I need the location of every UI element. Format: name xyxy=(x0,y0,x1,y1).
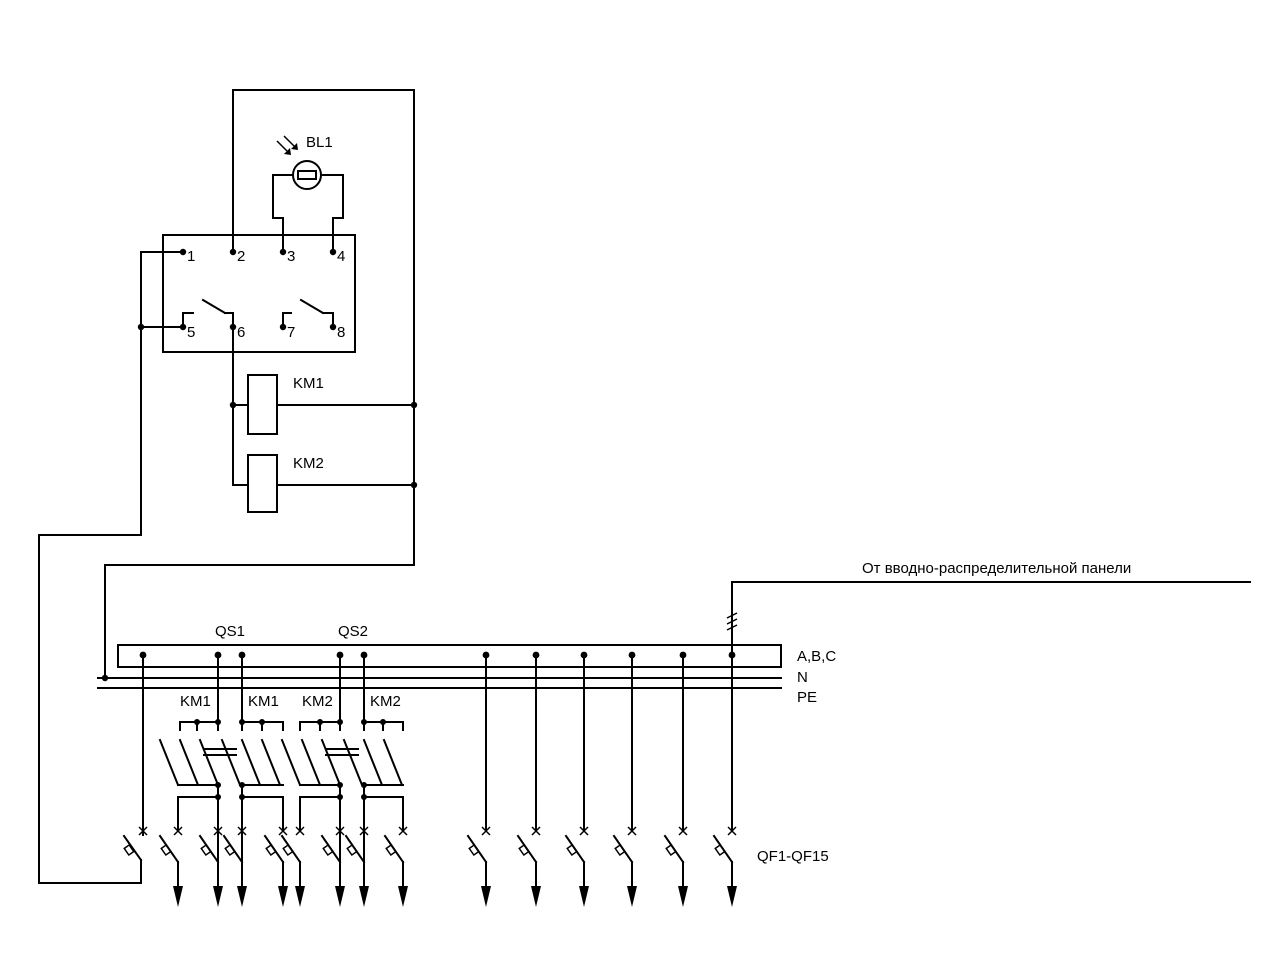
circuit-breaker xyxy=(383,826,408,907)
label-km1-a: KM1 xyxy=(180,693,211,710)
km2-contacts xyxy=(280,738,404,787)
terminal-8: 8 xyxy=(337,324,345,341)
busbar-tap-dot xyxy=(532,651,540,659)
terminal-3: 3 xyxy=(287,248,295,265)
contactor-groups: KM1 KM1 KM2 KM2 xyxy=(158,654,404,861)
circuit-breaker xyxy=(564,654,589,907)
circuit-breaker xyxy=(198,826,223,907)
terminal-1: 1 xyxy=(187,248,195,265)
label-km2-a: KM2 xyxy=(302,693,333,710)
busbar-tap-dot xyxy=(214,651,222,659)
busbar-tap-dot xyxy=(728,651,736,659)
circuit-breaker xyxy=(320,826,345,907)
label-coil-km2: KM2 xyxy=(293,455,324,472)
coil-km1 xyxy=(247,374,278,435)
label-qf: QF1-QF15 xyxy=(757,848,829,865)
circuit-breaker xyxy=(263,826,288,907)
busbar-tap-dot xyxy=(580,651,588,659)
label-abc: A,B,C xyxy=(797,648,836,665)
busbar-abc xyxy=(117,644,782,668)
label-source: От вводно-распределительной панели xyxy=(862,560,1131,577)
terminal-4: 4 xyxy=(337,248,345,265)
coil-km2 xyxy=(247,454,278,513)
label-pe: PE xyxy=(797,689,817,706)
circuit-breaker xyxy=(158,826,183,907)
busbar-taps xyxy=(139,651,736,831)
km1-contacts xyxy=(158,738,282,787)
circuit-breaker xyxy=(466,654,491,907)
circuit-breaker xyxy=(712,654,737,907)
busbar-tap-dot xyxy=(628,651,636,659)
photo-relay-block: 1 2 3 4 5 6 7 8 xyxy=(162,234,356,353)
busbar-tap-dot xyxy=(238,651,246,659)
circuit-breaker xyxy=(516,654,541,907)
terminal-6: 6 xyxy=(237,324,245,341)
busbar-tap-dot xyxy=(360,651,368,659)
circuit-breakers xyxy=(122,654,737,907)
terminal-5: 5 xyxy=(187,324,195,341)
terminal-7: 7 xyxy=(287,324,295,341)
photo-sensor-bl1: BL1 xyxy=(272,134,344,253)
busbars: A,B,C N PE От вводно-распределительной п… xyxy=(97,560,1251,706)
circuit-breaker xyxy=(663,654,688,907)
circuit-breaker xyxy=(280,826,305,907)
terminal-2: 2 xyxy=(237,248,245,265)
circuit-breaker xyxy=(122,826,148,862)
circuit-breaker xyxy=(222,826,247,907)
circuit-breaker xyxy=(612,654,637,907)
busbar-tap-dot xyxy=(679,651,687,659)
label-km2-b: KM2 xyxy=(370,693,401,710)
control-wiring: KM1 KM2 xyxy=(38,89,418,884)
label-n: N xyxy=(797,669,808,686)
label-km1-b: KM1 xyxy=(248,693,279,710)
label-qs2: QS2 xyxy=(338,623,368,640)
label-coil-km1: KM1 xyxy=(293,375,324,392)
label-qs1: QS1 xyxy=(215,623,245,640)
circuit-breaker xyxy=(344,826,369,907)
label-bl1: BL1 xyxy=(306,134,333,151)
relay-box xyxy=(162,234,356,353)
busbar-tap-dot xyxy=(482,651,490,659)
busbar-tap-dot xyxy=(336,651,344,659)
